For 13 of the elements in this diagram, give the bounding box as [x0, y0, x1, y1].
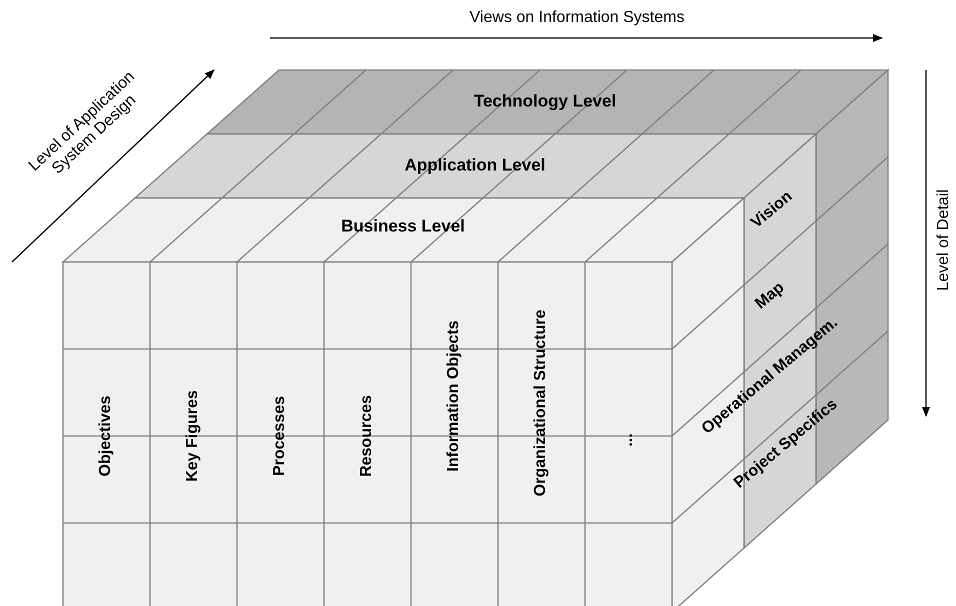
layer-label: Technology Level [474, 92, 616, 112]
axis-label: Level of Detail [935, 189, 953, 291]
detail-level-label: Map [752, 278, 788, 314]
layer-label: Business Level [341, 218, 465, 236]
view-label: Resources [358, 395, 376, 477]
view-label: Information Objects [445, 320, 463, 472]
ellipsis: ... [619, 433, 637, 447]
axis-label: Views on Information Systems [470, 9, 684, 27]
view-label: Processes [271, 396, 289, 476]
layer-label: Application Level [404, 156, 546, 176]
view-label: Key Figures [184, 390, 202, 482]
view-label: Organizational Structure [532, 310, 550, 496]
view-label: Objectives [97, 396, 115, 476]
